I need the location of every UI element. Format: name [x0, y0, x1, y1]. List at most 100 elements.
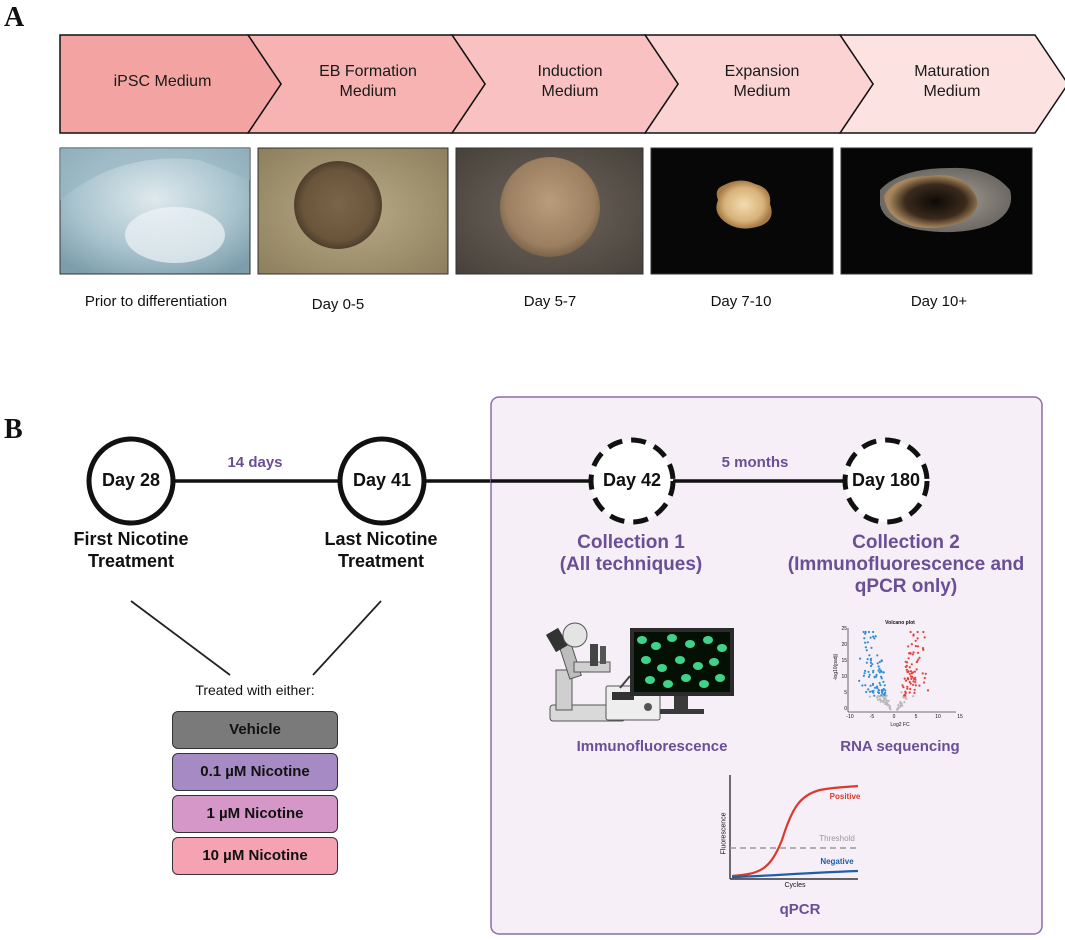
volcano-point: [886, 704, 889, 707]
cell-nucleus: [641, 656, 651, 664]
volcano-point: [878, 695, 881, 698]
cell-nucleus: [637, 636, 647, 644]
volcano-point: [880, 659, 883, 663]
volcano-point: [863, 672, 866, 675]
volcano-ytick: 25: [841, 626, 847, 632]
volcano-point: [872, 691, 875, 694]
photo-eb-formation: [257, 147, 449, 275]
volcano-ytick: 15: [841, 658, 847, 664]
interval-14-days: 14 days: [227, 454, 283, 471]
treatment-1um: 1 µM Nicotine: [172, 795, 338, 833]
volcano-point: [867, 670, 870, 674]
volcano-point: [885, 694, 888, 697]
volcano-point: [865, 649, 868, 652]
interval-5-months: 5 months: [721, 454, 789, 471]
volcano-point: [902, 696, 905, 699]
cell-nucleus: [685, 640, 695, 648]
volcano-point: [904, 679, 908, 682]
volcano-point: [871, 683, 875, 687]
volcano-point: [907, 678, 910, 681]
cell-nucleus: [667, 634, 677, 642]
volcano-point: [884, 689, 887, 692]
volcano-point: [914, 678, 917, 681]
cell-nucleus: [703, 636, 713, 644]
caption-day10: Day 10+: [910, 293, 968, 310]
qpcr-positive-label: Positive: [829, 792, 861, 801]
volcano-point: [914, 676, 917, 679]
technique-rna-sequencing: RNA sequencing: [840, 738, 960, 755]
qpcr-ylabel: Fluorescence: [720, 812, 728, 855]
volcano-point: [869, 661, 873, 664]
volcano-point: [873, 694, 876, 697]
volcano-point: [876, 698, 880, 701]
volcano-title: Volcano plot: [885, 620, 915, 626]
volcano-point: [881, 689, 884, 692]
caption-day0-5: Day 0-5: [311, 296, 365, 313]
volcano-point: [882, 695, 885, 698]
volcano-point: [866, 658, 869, 661]
volcano-point: [916, 645, 920, 648]
volcano-point: [913, 691, 916, 695]
volcano-point: [872, 630, 875, 634]
stage-label-maturation: Maturation Medium: [914, 63, 990, 100]
volcano-point: [877, 665, 880, 668]
volcano-point: [887, 699, 890, 702]
volcano-point: [909, 670, 913, 673]
volcano-point: [865, 661, 869, 664]
volcano-point: [906, 685, 909, 688]
volcano-point: [884, 702, 887, 706]
volcano-point: [899, 700, 902, 704]
volcano-point: [879, 698, 882, 701]
volcano-point: [868, 673, 871, 676]
volcano-point: [913, 670, 917, 673]
volcano-point: [912, 651, 915, 654]
volcano-point: [864, 684, 867, 687]
volcano-point: [868, 695, 872, 698]
volcano-ytick: 0: [844, 706, 847, 712]
volcano-point: [871, 663, 874, 666]
volcano-point: [907, 657, 910, 660]
volcano-point: [907, 670, 910, 673]
treatment-10um: 10 µM Nicotine: [172, 837, 338, 875]
volcano-point: [906, 661, 909, 664]
volcano-point: [908, 666, 911, 669]
cell-nucleus: [663, 680, 673, 688]
volcano-xtick: -10: [846, 714, 854, 720]
node-label-day28: Day 28: [101, 470, 161, 490]
volcano-point: [877, 689, 880, 692]
cell-nucleus: [717, 644, 727, 652]
first-treatment-label: First Nicotine Treatment: [73, 529, 189, 571]
volcano-xtick: 0: [892, 714, 896, 720]
photo-ipsc: [59, 147, 251, 275]
stage-chevron-0: [59, 34, 282, 134]
volcano-point: [869, 664, 873, 668]
volcano-point: [880, 691, 884, 694]
technique-qpcr: qPCR: [779, 901, 821, 918]
last-treatment-label: Last Nicotine Treatment: [324, 529, 438, 571]
volcano-point: [896, 708, 899, 711]
collection-2-label: Collection 2 (Immunofluorescence and qPC…: [787, 532, 1025, 597]
volcano-point: [909, 675, 913, 678]
volcano-ytick: 10: [841, 674, 847, 680]
negative-curve: [731, 869, 859, 879]
technique-immunofluorescence: Immunofluorescence: [576, 738, 728, 755]
volcano-point: [901, 684, 904, 687]
stage-label-expansion: Expansion Medium: [724, 63, 800, 100]
volcano-point: [874, 635, 877, 638]
qpcr-negative-label: Negative: [820, 857, 854, 866]
volcano-point: [867, 630, 871, 634]
volcano-point: [902, 686, 905, 689]
panel-letter-a: A: [4, 2, 25, 33]
volcano-point: [905, 664, 909, 667]
volcano-point: [916, 630, 919, 634]
volcano-point: [869, 684, 872, 687]
photo-expansion: [650, 147, 834, 275]
cell-nucleus: [681, 674, 691, 682]
volcano-point: [867, 688, 870, 691]
volcano-point: [877, 669, 880, 672]
volcano-point: [912, 680, 915, 683]
volcano-point: [870, 646, 873, 650]
volcano-point: [882, 701, 885, 704]
volcano-point: [924, 672, 927, 675]
